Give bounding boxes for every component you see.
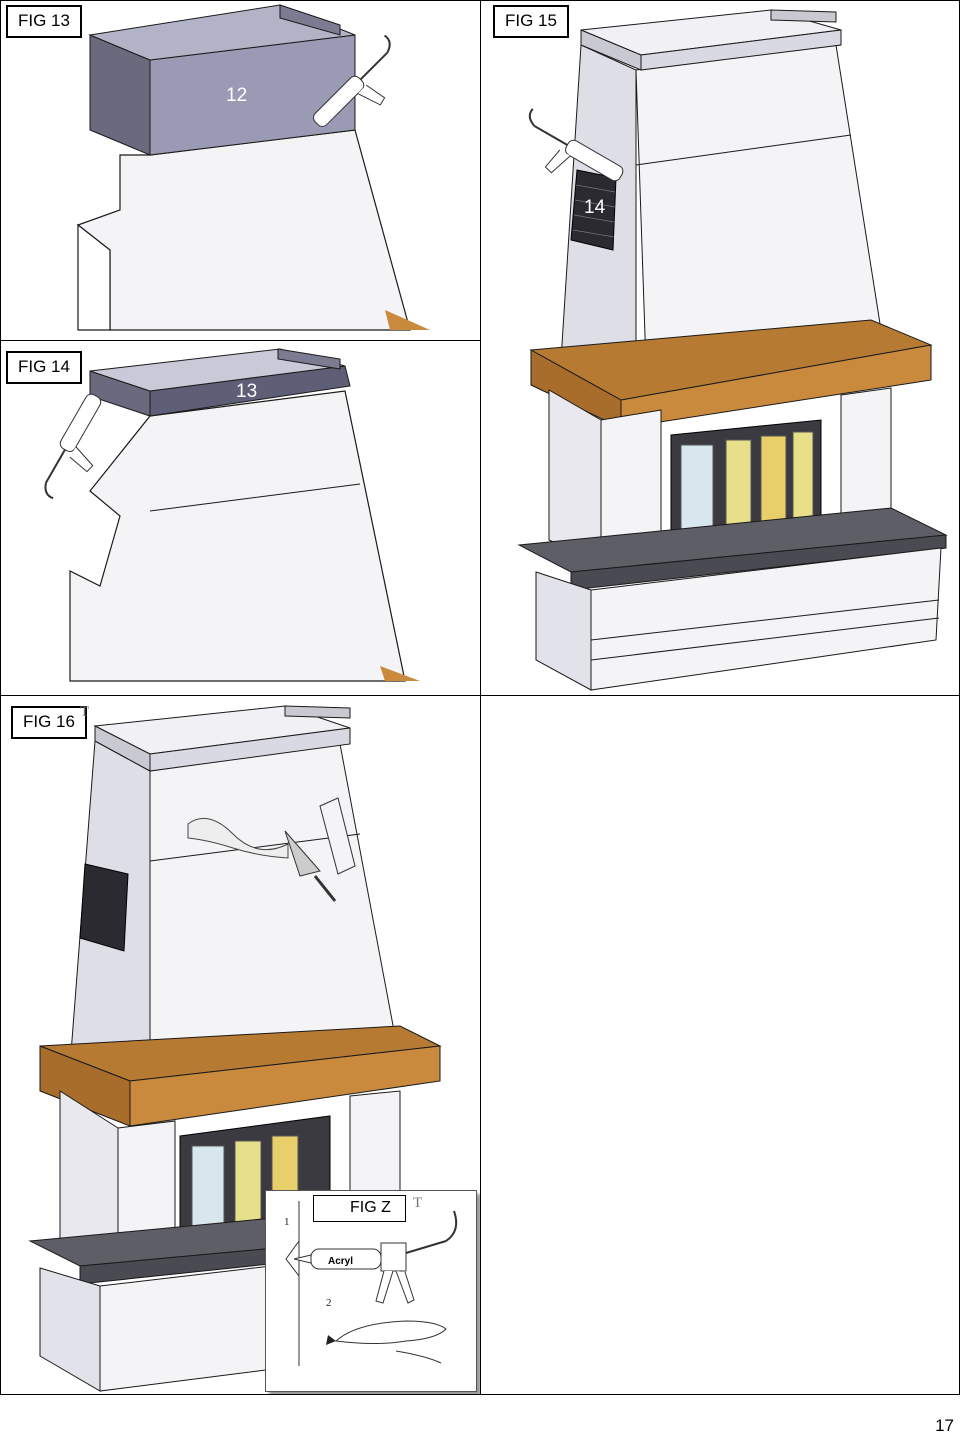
part-number-14: 14 xyxy=(584,197,606,218)
caulking-gun-icon xyxy=(313,34,391,127)
fig16-panel: FIG 16 T 1 2 Acryl xyxy=(0,696,480,1394)
figz-t-mark: T xyxy=(413,1195,423,1211)
fig15-panel: 14 FIG 15 xyxy=(481,0,960,695)
fig14-drawing: 13 xyxy=(44,348,420,682)
finger-icon xyxy=(326,1320,447,1364)
figz-inset: 1 2 Acryl FIG Z T xyxy=(265,1190,477,1392)
figz-step-2: 2 xyxy=(326,1297,332,1309)
figz-label: FIG Z xyxy=(313,1195,406,1222)
fig13-panel: 12 FIG 13 xyxy=(0,0,480,340)
fig14-panel: 13 FIG 14 xyxy=(0,341,480,695)
figz-step-1: 1 xyxy=(284,1216,290,1228)
part-number-13: 13 xyxy=(236,381,257,402)
caulking-gun-icon xyxy=(44,393,102,500)
caulking-gun-icon: Acryl xyxy=(293,1210,458,1304)
fig16-label: FIG 16 xyxy=(11,706,87,739)
fig13-label: FIG 13 xyxy=(6,5,82,38)
part-number-12: 12 xyxy=(226,85,247,106)
fig14-label: FIG 14 xyxy=(6,351,82,384)
fig15-drawing: 14 xyxy=(517,9,948,691)
cartridge-label: Acryl xyxy=(328,1256,353,1267)
trowel-icon xyxy=(284,830,321,877)
fig13-drawing: 12 xyxy=(76,4,430,331)
caulking-gun-icon xyxy=(528,108,624,182)
float-icon xyxy=(319,797,356,875)
fig16-t-mark: T xyxy=(80,704,90,720)
mesh-icon xyxy=(187,817,289,859)
page-number: 17 xyxy=(935,1416,954,1435)
fig15-label: FIG 15 xyxy=(493,5,569,38)
panel-frame-bottom-right xyxy=(480,695,960,1395)
vent-grille-icon xyxy=(79,863,129,952)
figz-drawing: 1 2 Acryl xyxy=(284,1201,458,1366)
